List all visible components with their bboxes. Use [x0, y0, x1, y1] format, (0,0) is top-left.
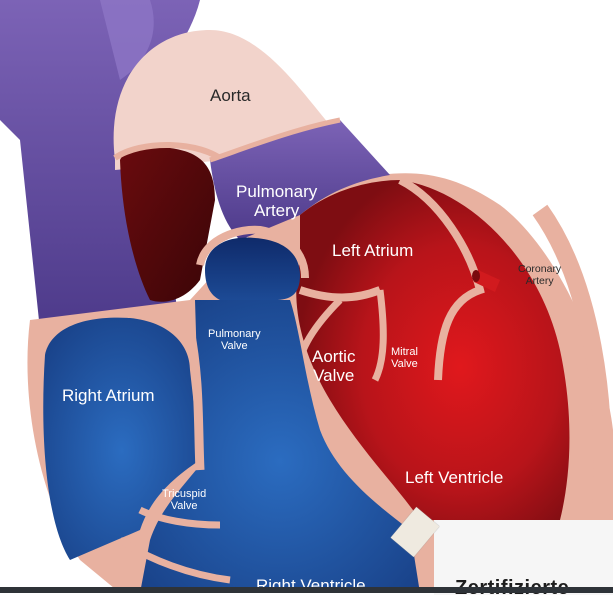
label-pulmonary-valve: Pulmonary Valve	[208, 328, 261, 353]
label-aortic-valve: Aortic Valve	[312, 347, 355, 385]
label-left-ventricle: Left Ventricle	[405, 468, 503, 487]
label-right-atrium: Right Atrium	[62, 386, 155, 405]
bottom-bar	[0, 587, 613, 593]
label-coronary-artery: Coronary Artery	[518, 264, 561, 288]
label-left-atrium: Left Atrium	[332, 241, 413, 260]
label-aorta: Aorta	[210, 86, 251, 105]
label-mitral-valve: Mitral Valve	[391, 346, 418, 371]
label-tricuspid-valve: Tricuspid Valve	[162, 488, 206, 513]
label-pulmonary-artery: Pulmonary Artery	[236, 182, 317, 220]
